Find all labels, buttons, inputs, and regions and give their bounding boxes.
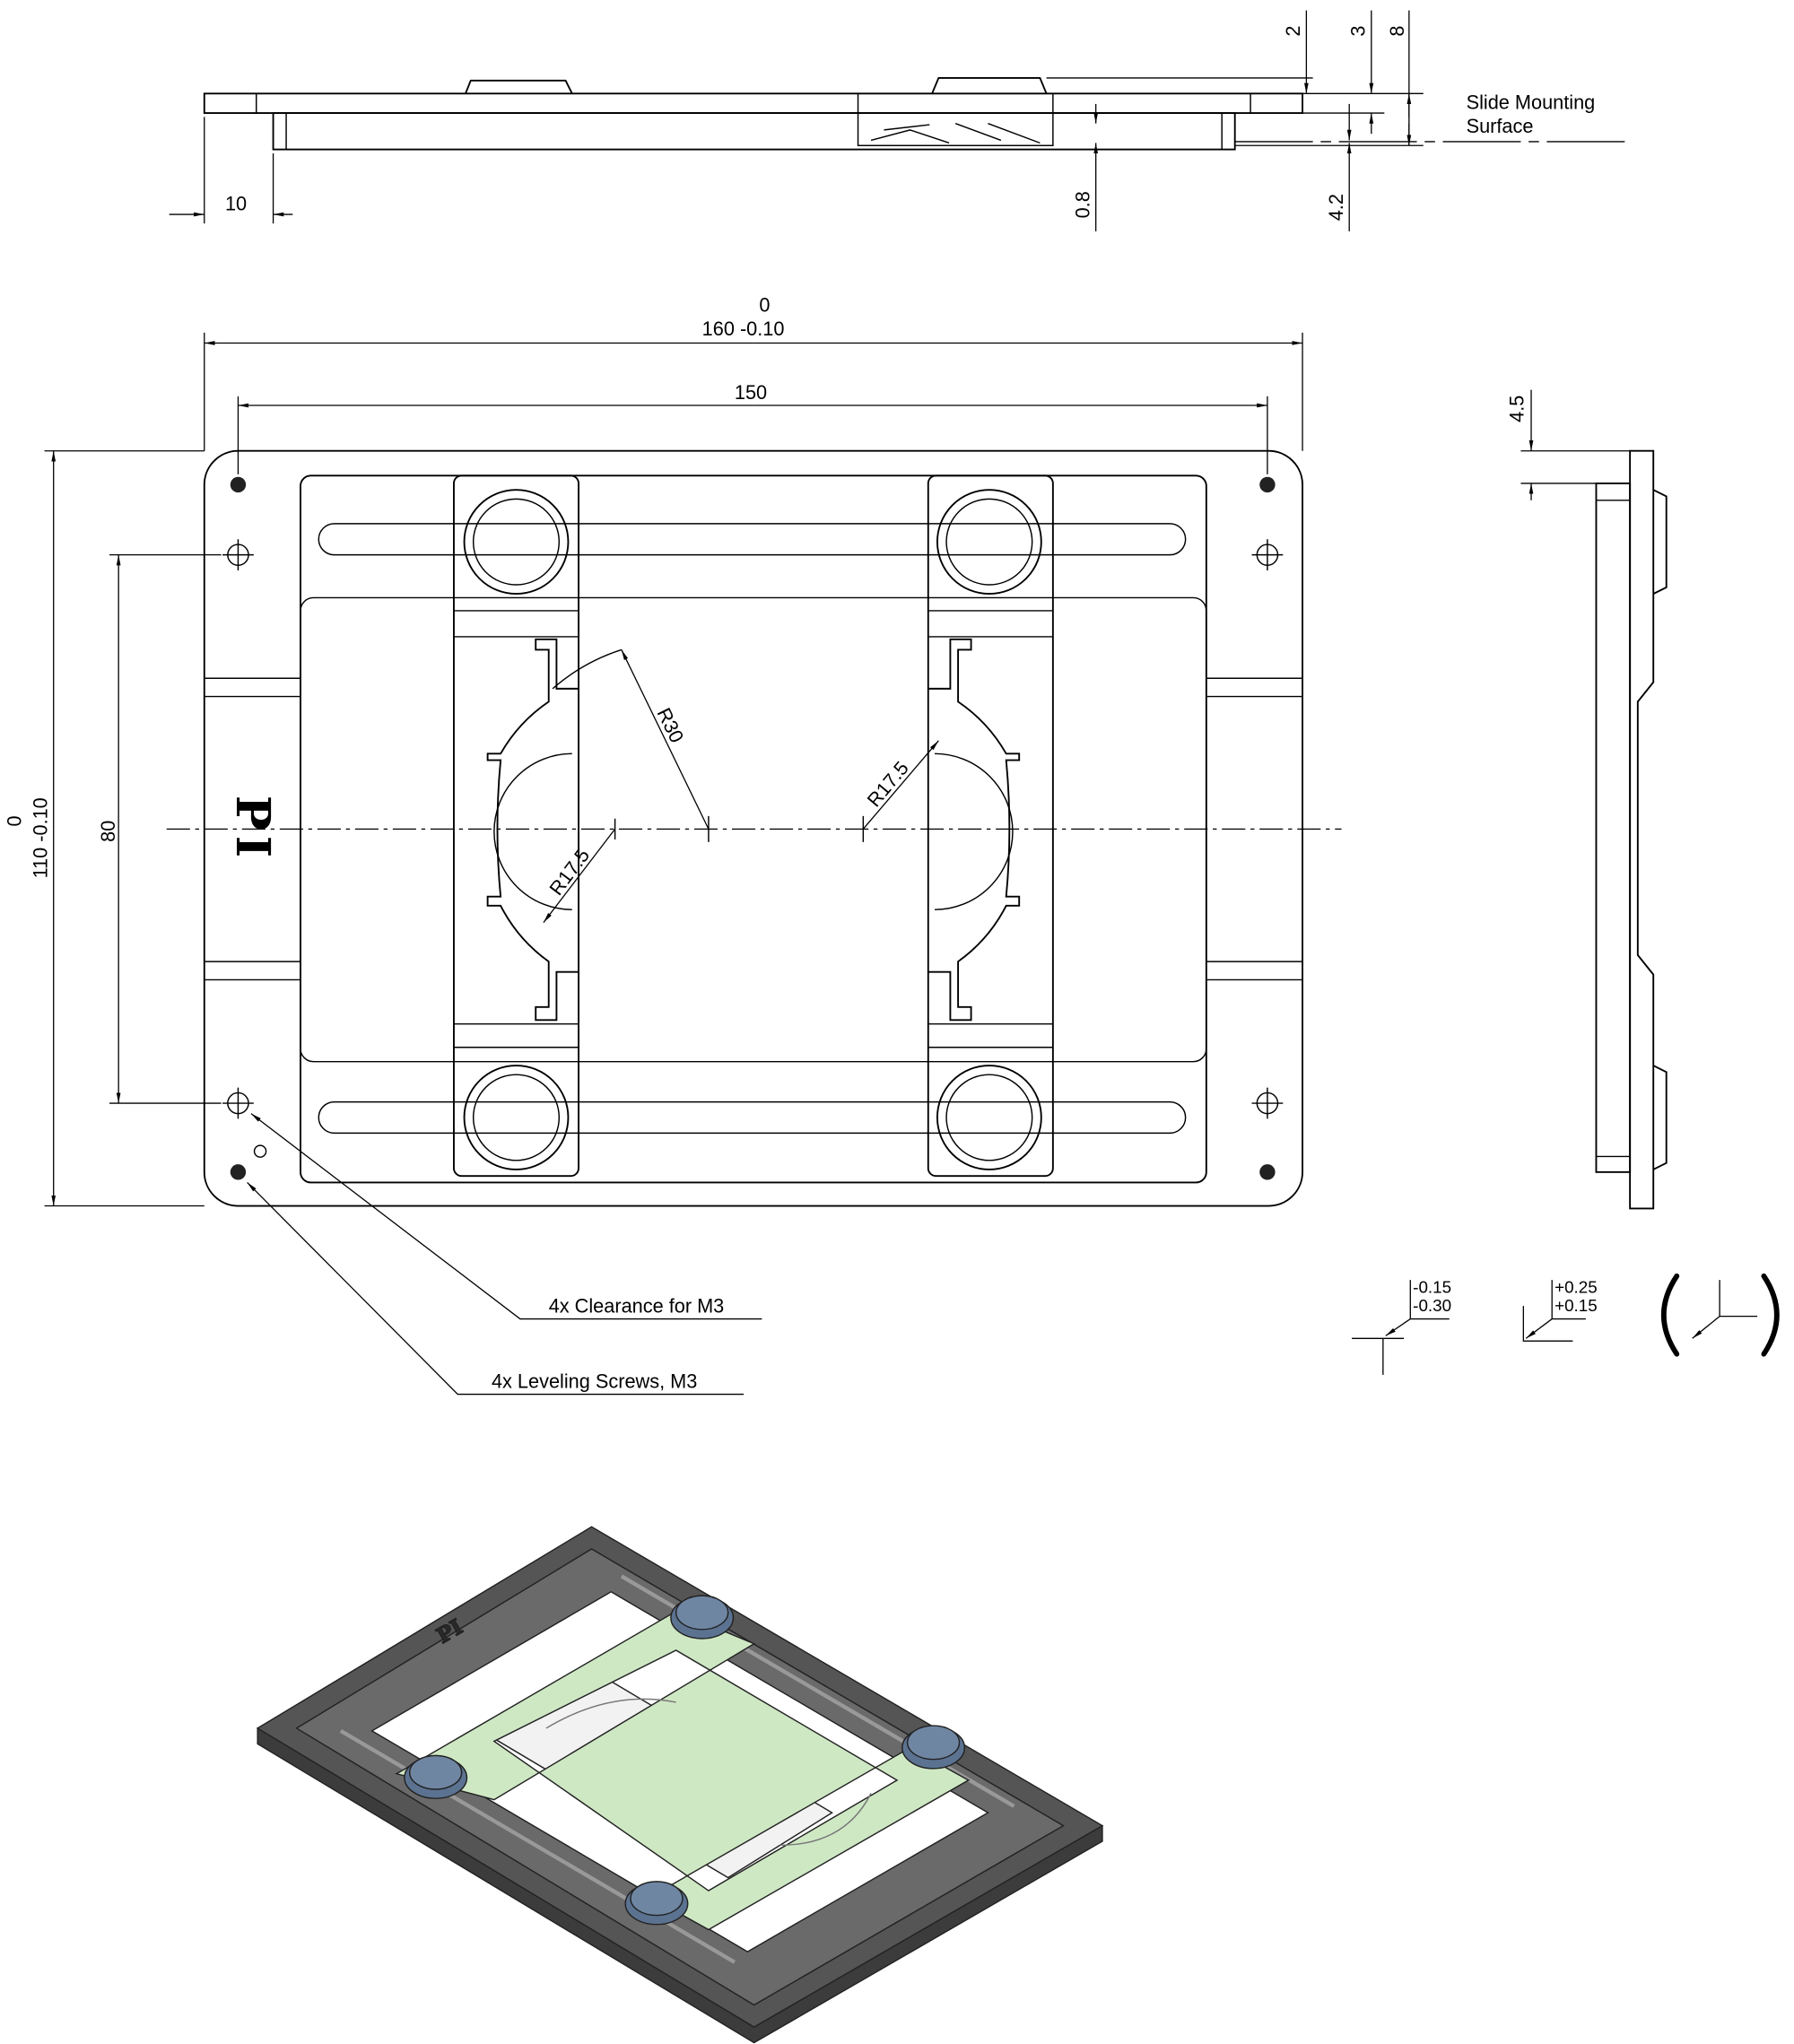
tol2-upper: +0.25	[1555, 1278, 1598, 1297]
callout-clearance-m3: 4x Clearance for M3	[549, 1294, 725, 1317]
clearance-hole	[1251, 539, 1284, 571]
tol2-lower: +0.15	[1555, 1296, 1598, 1315]
knob-top-left	[463, 489, 570, 596]
radius-r17.5-right: R17.5	[862, 757, 912, 811]
dim-10: 10	[225, 193, 247, 215]
knob-top-right	[936, 489, 1042, 596]
iso-knob	[404, 1754, 468, 1799]
clearance-hole	[1251, 1087, 1284, 1119]
width-tolerance-upper: 0	[759, 294, 770, 317]
side-view: 4.5	[1505, 389, 1668, 1210]
iso-knob	[901, 1725, 966, 1770]
dim-3: 3	[1347, 25, 1370, 36]
leveling-screw	[1259, 1164, 1276, 1180]
hole-spacing-y: 80	[97, 821, 119, 842]
leveling-screw	[230, 476, 247, 493]
top-elevation-view: 10 0.8 2 3 8 4.2 Slide Mounting Surface	[169, 10, 1625, 231]
width-dimension: 160 -0.10	[702, 317, 785, 340]
knob-bottom-right	[936, 1065, 1042, 1170]
tol1-upper: -0.15	[1413, 1278, 1451, 1297]
leveling-screw	[230, 1164, 247, 1180]
tolerance-symbols: -0.15 -0.30 +0.25 +0.15	[1352, 1273, 1780, 1375]
height-dimension: 110 -0.10	[29, 797, 51, 878]
dim-4.2: 4.2	[1325, 194, 1347, 221]
iso-carrier	[395, 1610, 971, 1931]
iso-knob	[670, 1595, 735, 1640]
surface-label: Surface	[1467, 115, 1534, 137]
knob-bottom-left	[463, 1065, 570, 1170]
leveling-screw	[1259, 476, 1276, 493]
callout-leveling-screws: 4x Leveling Screws, M3	[492, 1370, 697, 1392]
plan-view: PI R30 R17.5 R17.5 0 160 -0.10 150 0 110…	[3, 294, 1342, 1396]
hole-spacing-x: 150	[735, 381, 767, 404]
clearance-hole	[222, 539, 254, 571]
isometric-view: PI	[256, 1526, 1104, 2044]
dim-0.8: 0.8	[1071, 191, 1093, 218]
dim-4.5: 4.5	[1505, 396, 1528, 422]
clearance-hole	[222, 1087, 254, 1119]
radius-r30: R30	[652, 704, 688, 746]
dim-8: 8	[1386, 25, 1408, 36]
slide-mounting-label: Slide Mounting	[1467, 91, 1596, 114]
radius-r17.5-left: R17.5	[544, 844, 594, 899]
tol1-lower: -0.30	[1413, 1296, 1451, 1315]
height-tolerance-upper: 0	[3, 815, 25, 826]
iso-knob	[624, 1881, 689, 1926]
pi-logo: PI	[225, 796, 280, 863]
dim-2: 2	[1282, 25, 1304, 36]
